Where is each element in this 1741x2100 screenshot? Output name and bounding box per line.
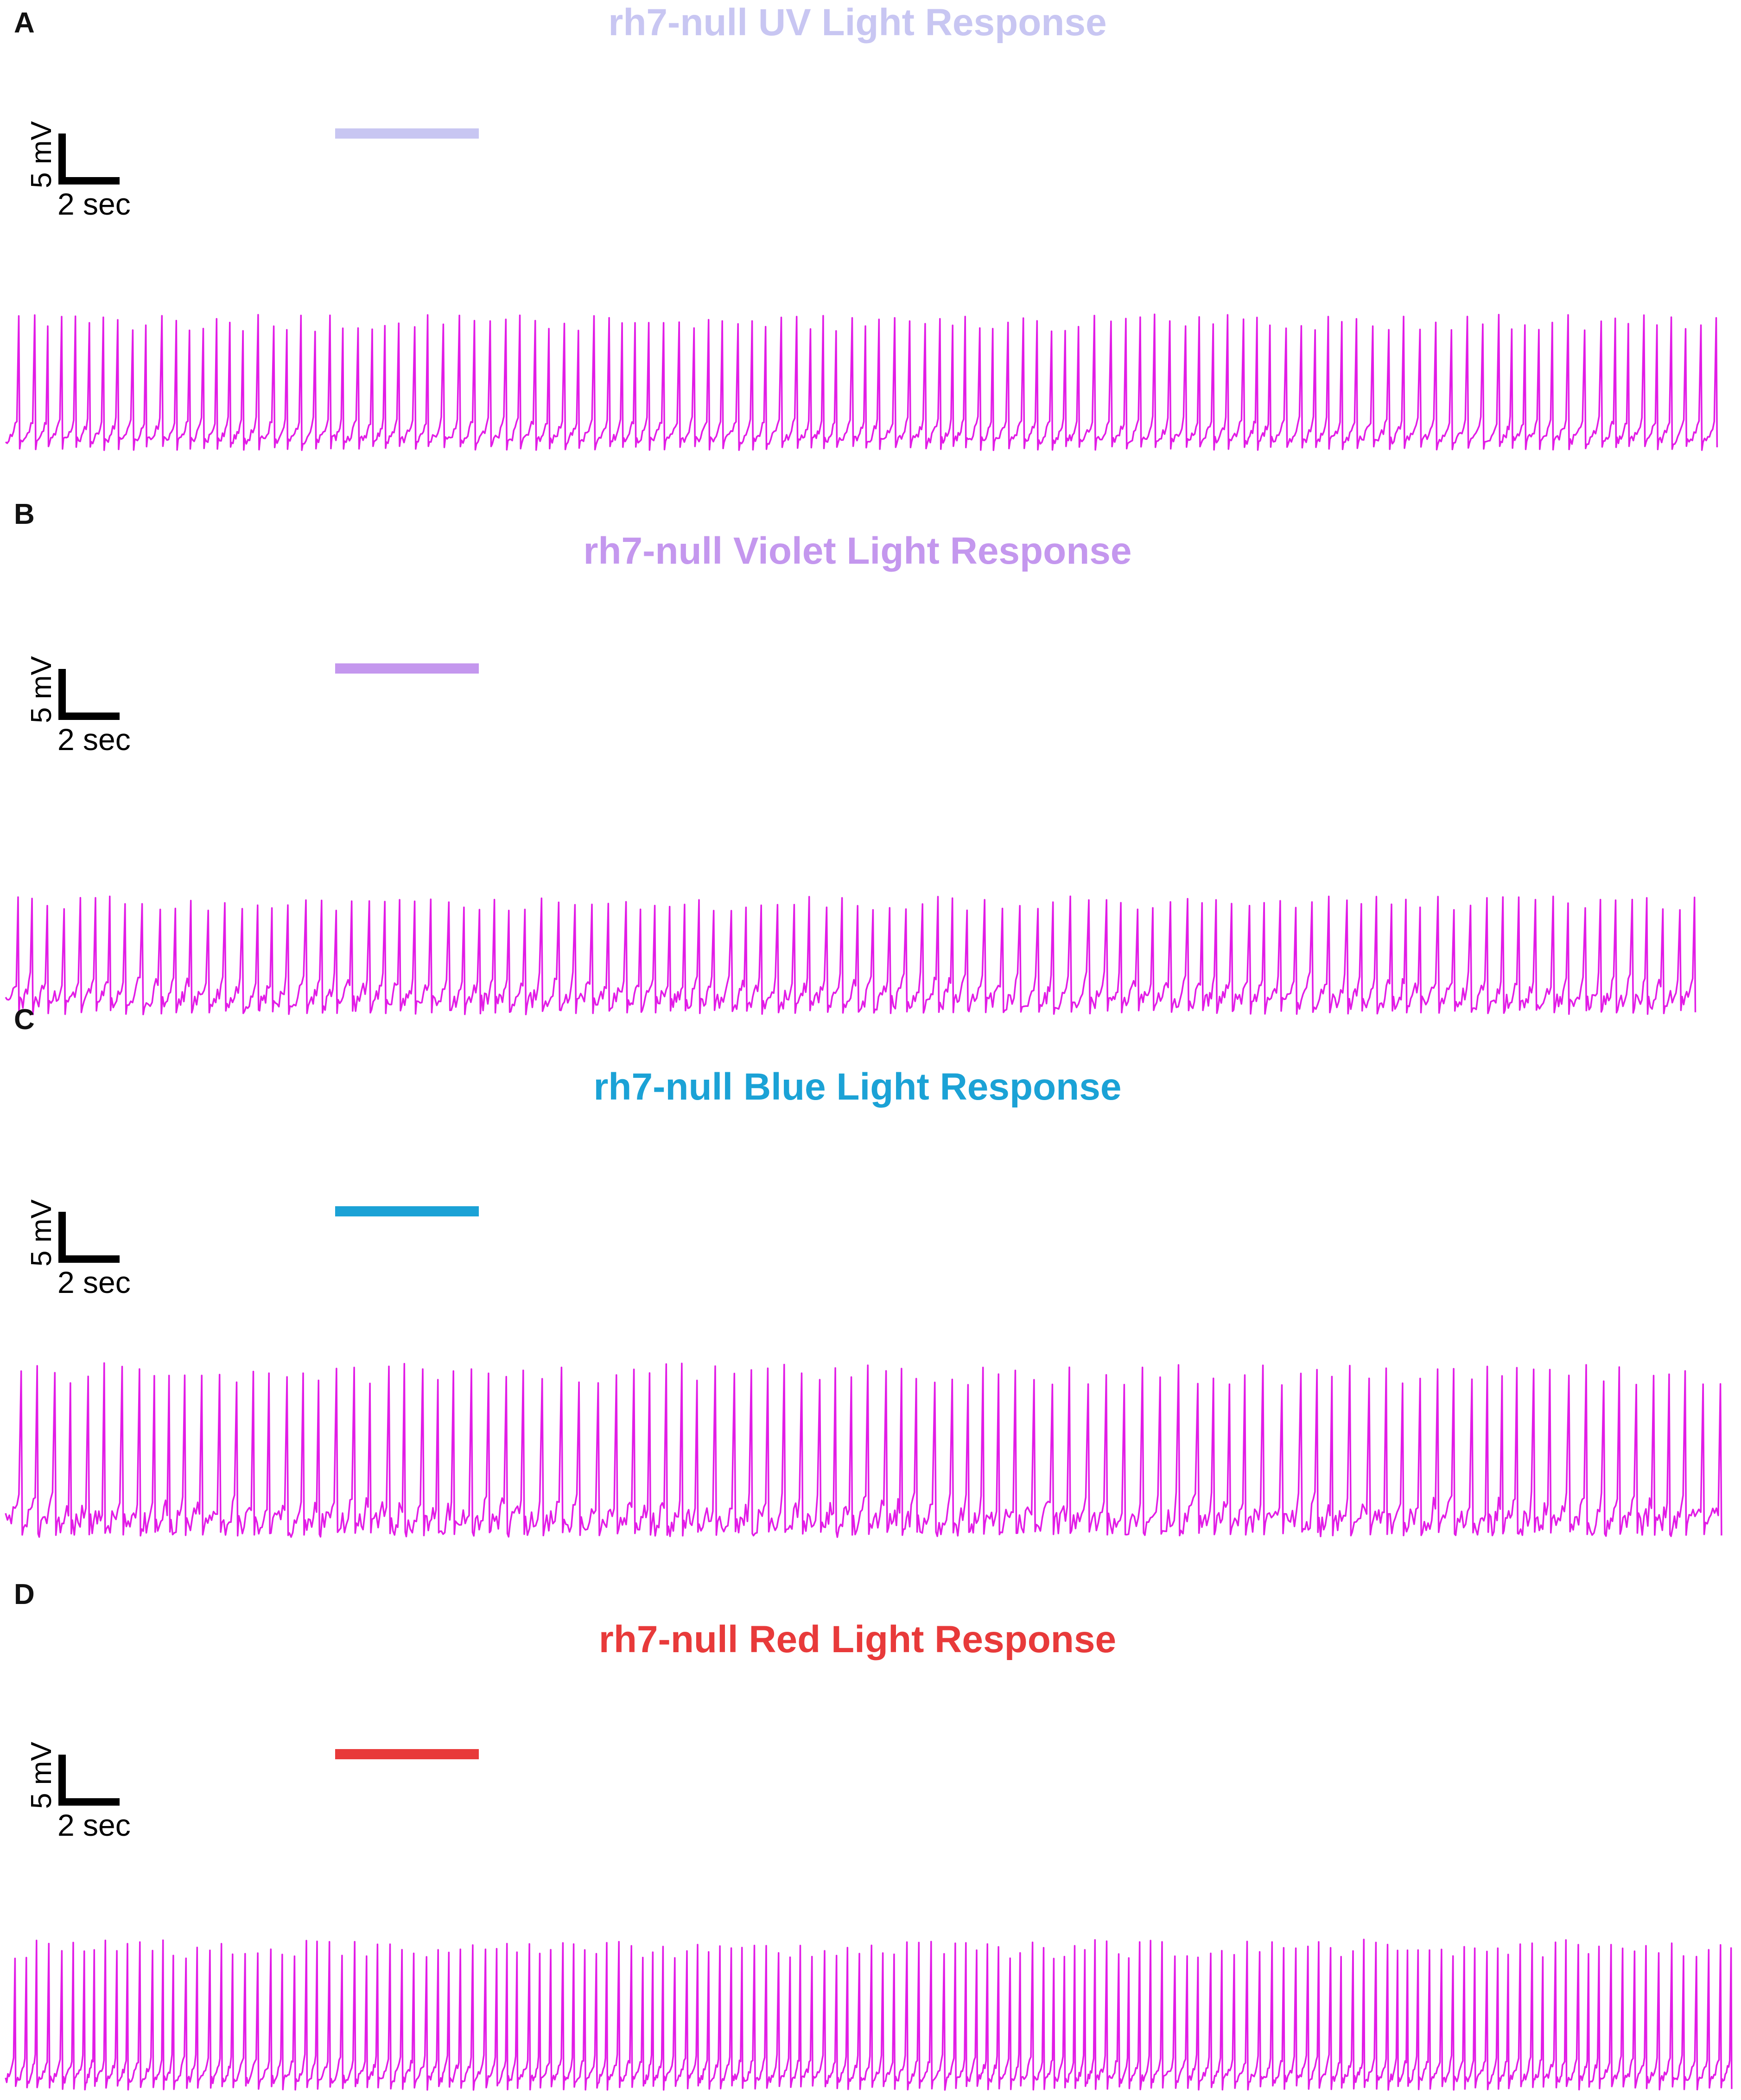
scale-label-time: 2 sec <box>57 1808 131 1842</box>
panel-title: rh7-null Red Light Response <box>598 1618 1117 1661</box>
stimulus-bar <box>335 1749 479 1759</box>
voltage-trace <box>5 895 1697 1016</box>
scale-label-time: 2 sec <box>57 187 131 221</box>
scale-label-voltage: 5 mV <box>25 121 57 188</box>
panel-letter: A <box>14 7 35 39</box>
panel-b: B rh7-null Violet Light Response 5 mV 2 … <box>0 491 1741 1016</box>
scale-label-time: 2 sec <box>57 1265 131 1299</box>
scale-bar-vertical <box>58 1755 66 1806</box>
scale-bar-vertical <box>58 134 66 185</box>
scale-label-voltage: 5 mV <box>25 656 57 723</box>
trace-path <box>5 313 1718 451</box>
trace-path <box>5 1362 1722 1538</box>
stimulus-bar <box>335 1206 479 1216</box>
scale-bar-horizontal <box>58 177 120 185</box>
scale-bar-horizontal <box>58 713 120 720</box>
stimulus-bar <box>335 663 479 674</box>
trace-path <box>5 895 1697 1016</box>
panel-title: rh7-null Blue Light Response <box>593 1066 1122 1108</box>
voltage-trace <box>5 313 1718 451</box>
scale-bar-horizontal <box>58 1255 120 1263</box>
panel-letter: B <box>14 498 35 530</box>
scale-label-voltage: 5 mV <box>25 1199 57 1266</box>
panel-letter: D <box>14 1578 35 1610</box>
panel-d: D rh7-null Red Light Response 5 mV 2 sec <box>0 1572 1741 2094</box>
panel-title: rh7-null Violet Light Response <box>583 530 1132 572</box>
scale-label-time: 2 sec <box>57 722 131 757</box>
panel-letter: C <box>14 1004 35 1036</box>
panel-a: A rh7-null UV Light Response 5 mV 2 sec <box>0 0 1741 522</box>
scale-bar-vertical <box>58 1212 66 1263</box>
voltage-trace <box>5 1939 1733 2091</box>
voltage-trace <box>5 1362 1722 1538</box>
scale-bar-vertical <box>58 669 66 720</box>
scale-label-voltage: 5 mV <box>25 1742 57 1809</box>
stimulus-bar <box>335 128 479 139</box>
trace-path <box>5 1939 1733 2091</box>
panel-c: C rh7-null Blue Light Response 5 mV 2 se… <box>0 997 1741 1538</box>
panel-title: rh7-null UV Light Response <box>608 1 1107 44</box>
scale-bar-horizontal <box>58 1798 120 1806</box>
